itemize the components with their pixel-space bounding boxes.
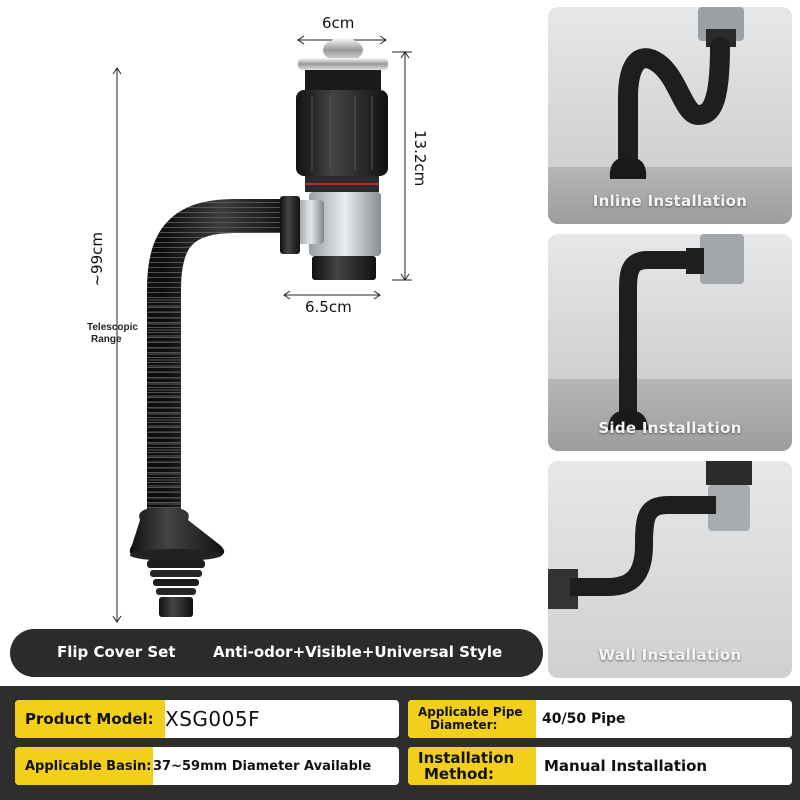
spec-install-label: Installation Method: bbox=[408, 747, 536, 785]
trap-body bbox=[280, 38, 388, 280]
spec-pipe-label-line1: Applicable Pipe bbox=[418, 705, 523, 719]
spec-install-label-line2: Method: bbox=[424, 765, 494, 783]
height-label: 13.2cm bbox=[411, 130, 429, 187]
dimension-lines bbox=[112, 35, 412, 623]
spec-basin-label: Applicable Basin: bbox=[15, 747, 153, 785]
banner-features: Anti-odor+Visible+Universal Style bbox=[213, 643, 503, 661]
telescopic-caption-line1: Telescopic bbox=[87, 322, 138, 333]
spec-basin-value: 37~59mm Diameter Available bbox=[153, 758, 372, 774]
inline-installation-label: Inline Installation bbox=[592, 192, 748, 210]
feature-banner: Flip Cover Set Anti-odor+Visible+Univers… bbox=[10, 629, 543, 677]
side-installation-photo: Side Installation bbox=[548, 234, 792, 451]
length-label: ~99cm bbox=[88, 232, 106, 287]
product-illustration bbox=[112, 35, 412, 623]
spec-pipe-label: Applicable Pipe Diameter: bbox=[408, 700, 536, 738]
spec-panel: Product Model: XSG005F Applicable Pipe D… bbox=[0, 686, 800, 800]
corrugated-hose bbox=[147, 199, 290, 520]
spec-pipe-value: 40/50 Pipe bbox=[542, 711, 626, 727]
telescopic-range-caption: Telescopic Range bbox=[87, 322, 138, 346]
side-installation-label: Side Installation bbox=[598, 419, 742, 437]
spec-pipe-diameter: Applicable Pipe Diameter: 40/50 Pipe bbox=[408, 700, 792, 738]
spec-model-label: Product Model: bbox=[15, 700, 165, 738]
spec-installation-method: Installation Method: Manual Installation bbox=[408, 747, 792, 785]
inline-installation-photo: Inline Installation bbox=[548, 7, 792, 224]
spec-product-model: Product Model: XSG005F bbox=[15, 700, 399, 738]
spec-install-value: Manual Installation bbox=[544, 757, 708, 775]
spec-model-value: XSG005F bbox=[165, 707, 261, 731]
floor-connector bbox=[129, 508, 225, 617]
bottom-width-label: 6.5cm bbox=[305, 298, 352, 316]
spec-applicable-basin: Applicable Basin: 37~59mm Diameter Avail… bbox=[15, 747, 399, 785]
telescopic-caption-line2: Range bbox=[91, 334, 122, 345]
top-width-label: 6cm bbox=[322, 14, 355, 32]
spec-pipe-label-line2: Diameter: bbox=[430, 718, 498, 732]
spec-install-label-line1: Installation bbox=[418, 749, 515, 767]
banner-flip-cover: Flip Cover Set bbox=[57, 643, 176, 661]
wall-installation-label: Wall Installation bbox=[598, 646, 742, 664]
wall-installation-photo: Wall Installation bbox=[548, 461, 792, 678]
